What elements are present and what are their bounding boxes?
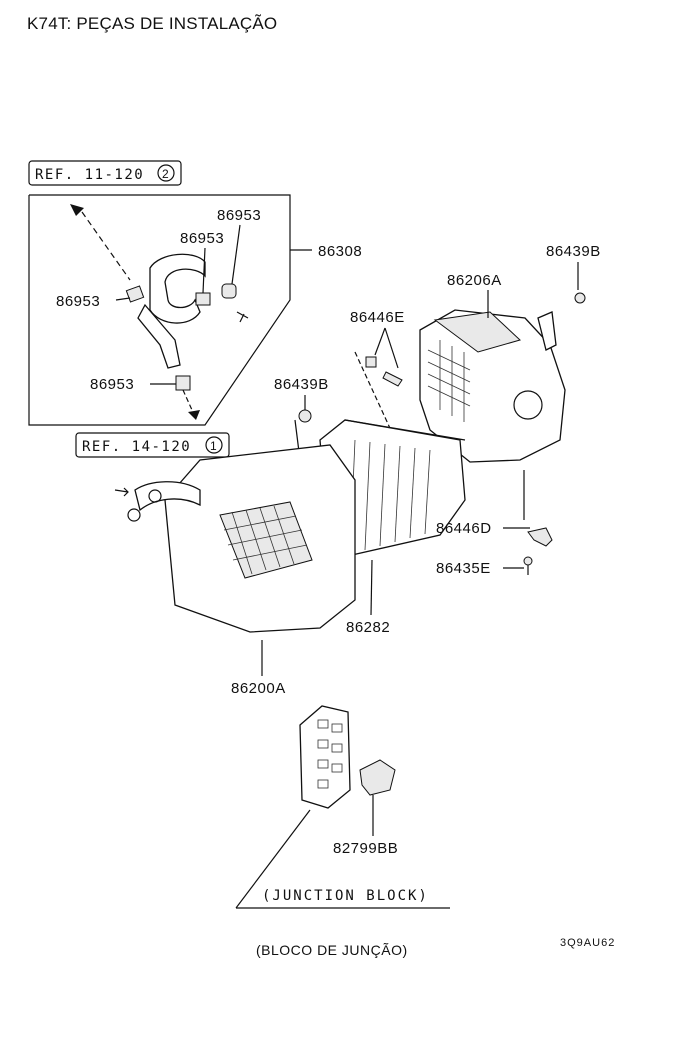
part-label-86446E[interactable]: 86446E <box>350 309 405 326</box>
blower-unit <box>419 309 566 463</box>
ref-top-circle: 2 <box>162 167 170 181</box>
part-label-86439B-mid[interactable]: 86439B <box>274 376 329 393</box>
hose-inset-frame <box>28 194 312 426</box>
part-label-86953-b[interactable]: 86953 <box>180 230 224 247</box>
page-title: K74T: PEÇAS DE INSTALAÇÃO <box>27 14 278 33</box>
part-label-86446D[interactable]: 86446D <box>436 520 492 537</box>
part-label-86308[interactable]: 86308 <box>318 243 362 260</box>
ref-box-bottom[interactable]: REF. 14-120 1 <box>75 432 230 458</box>
ref-bottom-label: REF. 14-120 <box>82 439 191 455</box>
part-label-86439B-top[interactable]: 86439B <box>546 243 601 260</box>
junction-block-label: (JUNCTION BLOCK) <box>262 888 429 904</box>
part-label-86200A[interactable]: 86200A <box>231 680 286 697</box>
nut-icon <box>574 292 586 304</box>
drain-hose <box>70 204 249 497</box>
ref-top-label: REF. 11-120 <box>35 167 144 183</box>
junction-block <box>299 705 396 809</box>
part-label-86953-d[interactable]: 86953 <box>90 376 134 393</box>
part-label-86206A[interactable]: 86206A <box>447 272 502 289</box>
part-label-86282[interactable]: 86282 <box>346 619 390 636</box>
diagram-code: 3Q9AU62 <box>560 937 615 949</box>
part-label-82799BB[interactable]: 82799BB <box>333 840 398 857</box>
nut-icon <box>298 409 312 423</box>
heater-unit <box>127 444 356 633</box>
part-label-86953-a[interactable]: 86953 <box>217 207 261 224</box>
heater-core <box>319 419 466 561</box>
bloco-label: (BLOCO DE JUNÇÃO) <box>256 942 408 958</box>
part-label-86435E[interactable]: 86435E <box>436 560 491 577</box>
ref-box-top[interactable]: REF. 11-120 2 <box>28 160 182 186</box>
ref-bottom-circle: 1 <box>210 439 218 453</box>
part-label-86953-c[interactable]: 86953 <box>56 293 100 310</box>
